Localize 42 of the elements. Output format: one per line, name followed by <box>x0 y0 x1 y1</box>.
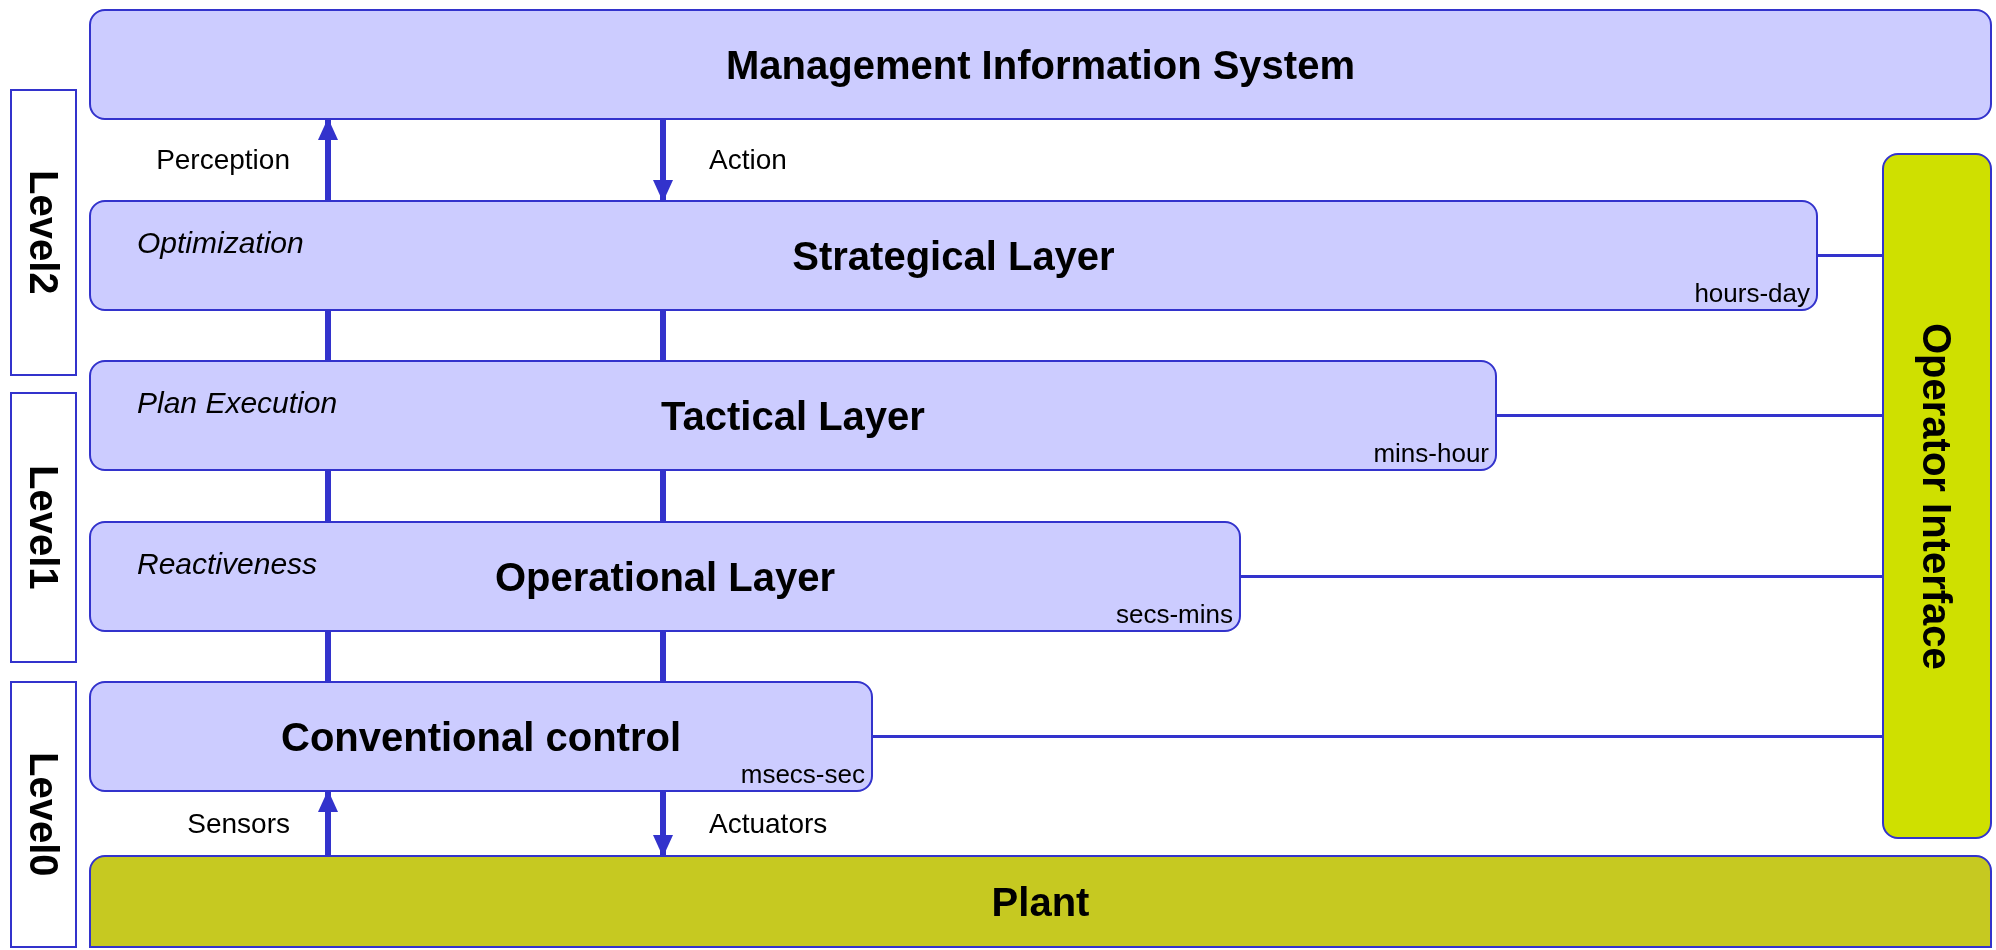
timescale-label: secs-mins <box>1116 601 1233 627</box>
arrow <box>318 790 338 855</box>
connector-line <box>1818 254 1882 257</box>
connector-line <box>1241 575 1882 578</box>
timescale-label: mins-hour <box>1373 440 1489 466</box>
layer-title: Management Information System <box>726 44 1355 85</box>
edge-label: Perception <box>156 146 290 174</box>
connector-line <box>1497 414 1882 417</box>
vertical-title: Operator Interface <box>1917 322 1957 670</box>
connector-line <box>325 311 331 360</box>
level-box <box>10 392 77 663</box>
function-label: Reactiveness <box>137 549 318 579</box>
layer-box <box>89 681 873 792</box>
layer-title: Tactical Layer <box>661 395 925 436</box>
timescale-label: msecs-sec <box>740 761 865 787</box>
layer-box <box>89 200 1818 311</box>
layer-title: Plant <box>991 881 1090 922</box>
connector-line <box>325 471 331 521</box>
layer-title: Strategical Layer <box>792 235 1115 276</box>
layer-box <box>89 360 1497 471</box>
system-box <box>89 9 1992 120</box>
function-label: Plan Execution <box>137 388 338 418</box>
connector-line <box>325 632 331 681</box>
connector-line <box>660 632 666 681</box>
level-box <box>10 89 77 376</box>
arrow <box>318 118 338 200</box>
connector-line <box>873 735 1882 738</box>
layer-title: Conventional control <box>281 716 681 757</box>
vertical-title: Level2 <box>23 170 64 295</box>
layer-box <box>89 521 1241 632</box>
plant-box <box>89 855 1992 948</box>
level-box <box>10 681 77 948</box>
arrow <box>653 792 673 857</box>
interface-bar <box>1882 153 1992 839</box>
connector-line <box>660 471 666 521</box>
layer-title: Operational Layer <box>494 556 836 597</box>
function-label: Optimization <box>137 228 304 258</box>
vertical-title: Level0 <box>23 752 64 877</box>
timescale-label: hours-day <box>1694 280 1810 306</box>
arrow <box>653 120 673 202</box>
connector-line <box>660 311 666 360</box>
vertical-title: Level1 <box>23 465 64 590</box>
